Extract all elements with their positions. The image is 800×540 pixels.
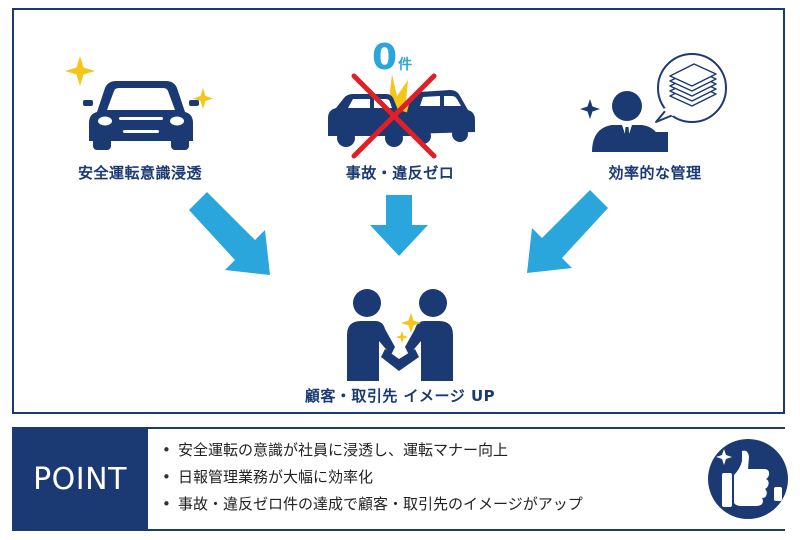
point-badge: POINT: [12, 429, 148, 529]
point-panel: POINT • 安全運転の意識が社員に浸透し、運転マナー向上 • 日報管理業務が大幅…: [12, 427, 788, 531]
bullet: •: [162, 468, 171, 486]
zero-count: 0件: [372, 40, 412, 76]
zero-count-unit: 件: [398, 57, 413, 73]
point-list: • 安全運転の意識が社員に浸透し、運転マナー向上 • 日報管理業務が大幅に効率化 •…: [162, 437, 583, 518]
businessman-documents-icon: [580, 53, 727, 152]
zero-count-digit: 0: [372, 37, 398, 78]
bullet: •: [162, 441, 171, 459]
arrow-down: [370, 195, 428, 256]
point-item: • 日報管理業務が大幅に効率化: [162, 464, 583, 491]
point-item-text: 事故・違反ゼロ件の達成で顧客・取引先のイメージがアップ: [178, 495, 583, 513]
point-item-text: 安全運転の意識が社員に浸透し、運転マナー向上: [178, 441, 509, 459]
arrow-right-diagonal: [527, 190, 608, 273]
item-label-efficient-management: 効率的な管理: [608, 164, 702, 182]
bullet: •: [162, 495, 171, 513]
arrow-left-diagonal: [189, 192, 270, 275]
result-label: 顧客・取引先 イメージ UP: [304, 387, 496, 405]
item-label-safety-awareness: 安全運転意識浸透: [77, 164, 202, 182]
point-item: • 安全運転の意識が社員に浸透し、運転マナー向上: [162, 437, 583, 464]
point-item-text: 日報管理業務が大幅に効率化: [178, 468, 374, 486]
crossed-crash-icon: [328, 73, 475, 159]
item-label-zero-accidents: 事故・違反ゼロ: [345, 164, 455, 182]
car-sparkle-icon: [65, 56, 213, 150]
thumbs-up-icon: [708, 439, 788, 519]
point-item: • 事故・違反ゼロ件の達成で顧客・取引先のイメージがアップ: [162, 491, 583, 518]
handshake-icon: [347, 289, 453, 381]
